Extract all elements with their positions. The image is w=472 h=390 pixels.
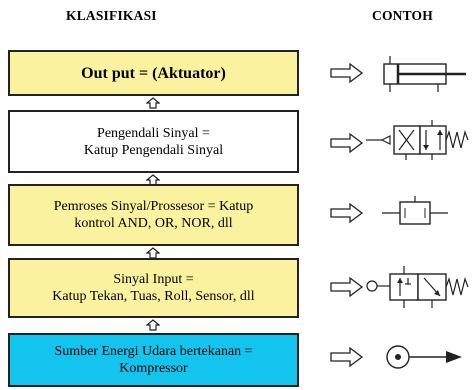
example-header: CONTOH	[372, 8, 433, 23]
energy-source-line1: Sumber Energi Udara bertekanan =	[54, 344, 253, 359]
classification-header: KLASIFIKASI	[66, 8, 157, 23]
right-hollow-arrow-icon	[330, 276, 364, 298]
right-hollow-arrow-icon	[330, 62, 364, 84]
signal-input-box: Sinyal Input = Katup Tekan, Tuas, Roll, …	[8, 258, 299, 318]
up-arrow-icon	[146, 319, 160, 331]
signal-controller-line1: Pengendali Sinyal =	[97, 125, 210, 141]
signal-controller-line2: Katup Pengendali Sinyal	[83, 142, 224, 158]
roller-valve-icon	[366, 266, 469, 308]
right-hollow-arrow-icon	[330, 132, 364, 154]
logic-valve-icon	[382, 196, 448, 225]
right-hollow-arrow-icon	[330, 202, 364, 224]
signal-controller-box: Pengendali Sinyal = Katup Pengendali Sin…	[8, 110, 299, 173]
compressor-icon	[386, 345, 462, 369]
actuator-label: Out put = (Aktuator)	[81, 64, 226, 82]
cylinder-actuator-icon	[383, 56, 466, 92]
signal-processor-line2: kontrol AND, OR, NOR, dll	[74, 216, 233, 231]
signal-processor-line1: Pemroses Sinyal/Prossesor = Katup	[53, 199, 254, 214]
actuator-box: Out put = (Aktuator)	[8, 50, 299, 96]
directional-control-valve-icon	[366, 120, 469, 160]
energy-source-line2: Kompressor	[119, 361, 188, 376]
signal-input-line2: Katup Tekan, Tuas, Roll, Sensor, dll	[52, 289, 255, 304]
energy-source-box: Sumber Energi Udara bertekanan = Kompres…	[8, 333, 299, 387]
right-hollow-arrow-icon	[330, 346, 364, 368]
up-arrow-icon	[146, 97, 160, 109]
signal-input-line1: Sinyal Input =	[113, 272, 194, 287]
signal-processor-box: Pemroses Sinyal/Prossesor = Katup kontro…	[8, 184, 299, 246]
